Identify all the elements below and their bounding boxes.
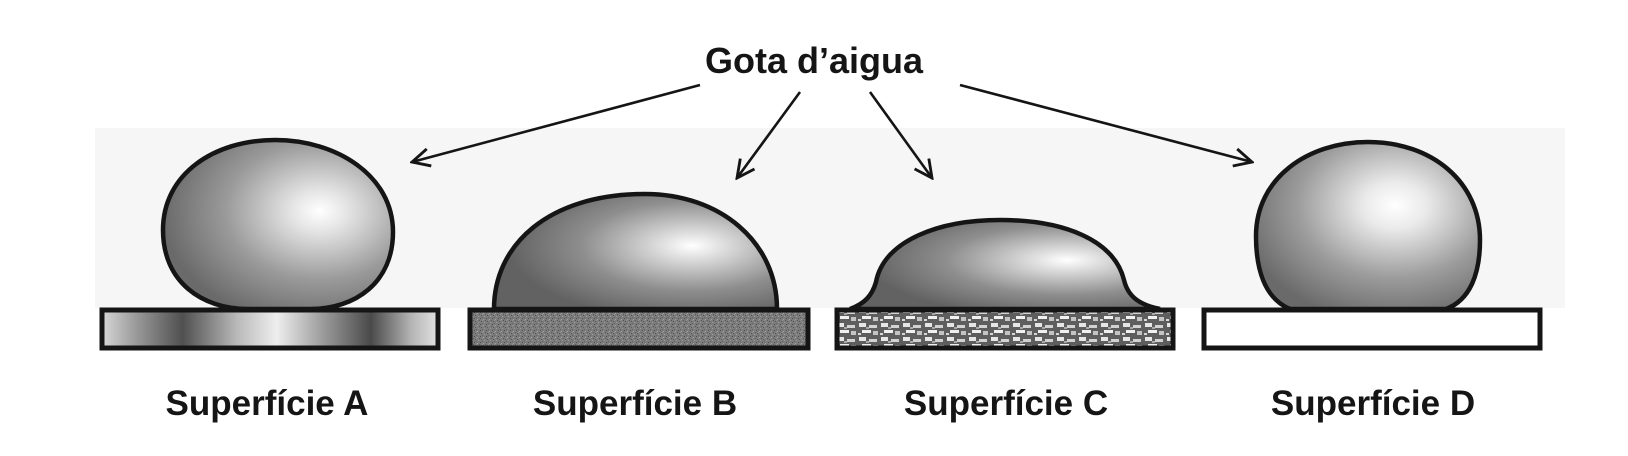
arrow-to-drop-a (412, 83, 701, 162)
surface-a-plate (99, 307, 441, 351)
water-drop-title: Gota d’aigua (704, 40, 924, 81)
surface-d-plate (1201, 307, 1543, 351)
surface-b-label: Superfície B (532, 384, 738, 423)
surface-d-label: Superfície D (1270, 384, 1476, 423)
arrow-to-drop-b (737, 91, 802, 178)
arrow-to-drop-c (868, 91, 932, 178)
surface-c-label: Superfície C (903, 384, 1109, 423)
arrow-to-drop-d (959, 83, 1252, 162)
surface-a-label: Superfície A (165, 384, 369, 423)
droplet-c (849, 217, 1161, 312)
droplet-b (491, 191, 780, 312)
droplet-d (1253, 139, 1483, 312)
droplet-a (160, 137, 396, 312)
surface-c-plate (834, 307, 1176, 351)
surface-b-plate (467, 307, 811, 351)
